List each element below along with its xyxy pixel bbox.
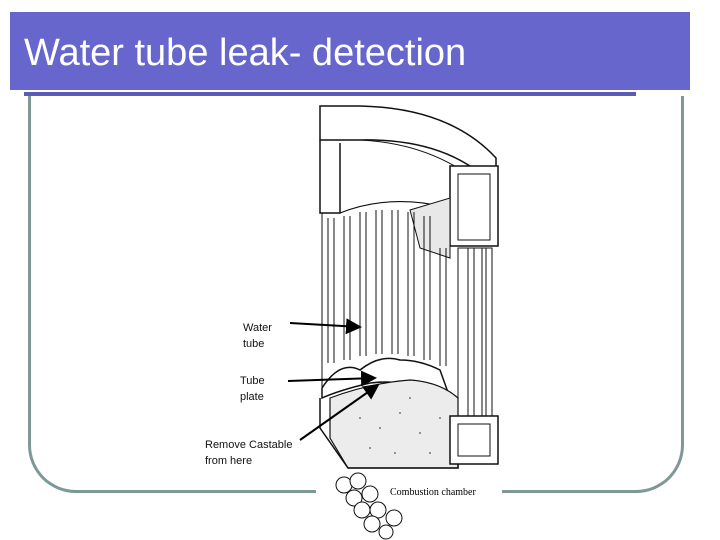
boiler-cutaway-diagram <box>316 98 502 540</box>
title-bar <box>10 12 690 90</box>
water-tubes <box>321 210 447 388</box>
label-water-tube-line1: Water <box>243 322 272 334</box>
label-tube-plate: Tube plate <box>240 373 265 405</box>
label-remove-castable-line2: from here <box>205 455 253 467</box>
combustion-chamber-icon <box>335 472 403 540</box>
upper-header-box <box>449 165 499 247</box>
label-tube-plate-line2: plate <box>240 391 264 403</box>
combustion-chamber-caption: Combustion chamber <box>390 487 476 498</box>
slide-title: Water tube leak- detection <box>24 32 467 74</box>
label-remove-castable: Remove Castable from here <box>205 437 292 469</box>
title-underline <box>24 92 636 96</box>
lower-header-box <box>449 415 499 465</box>
castable <box>329 379 459 469</box>
label-tube-plate-line1: Tube <box>240 375 265 387</box>
label-remove-castable-line1: Remove Castable <box>205 439 293 451</box>
label-water-tube: Water tube <box>243 320 272 352</box>
label-water-tube-line2: tube <box>243 338 265 350</box>
